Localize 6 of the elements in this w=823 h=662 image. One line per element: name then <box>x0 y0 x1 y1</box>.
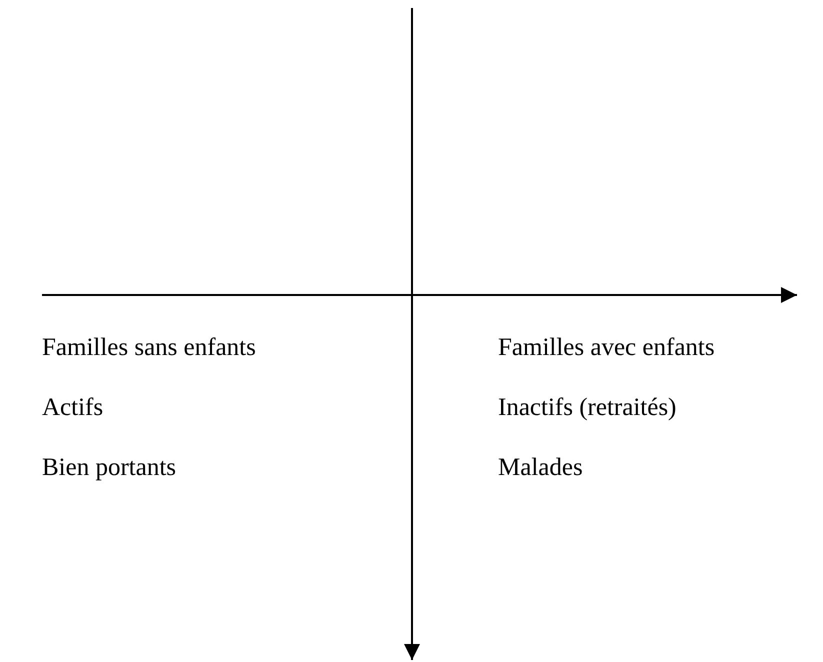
quadrant-label: Familles sans enfants <box>42 333 256 363</box>
quadrant-label: Inactifs (retraités) <box>498 393 676 423</box>
quadrant-label: Bien portants <box>42 453 176 483</box>
quadrant-label: Malades <box>498 453 583 483</box>
quadrant-label: Familles avec enfants <box>498 333 715 363</box>
quadrant-label: Actifs <box>42 393 104 423</box>
